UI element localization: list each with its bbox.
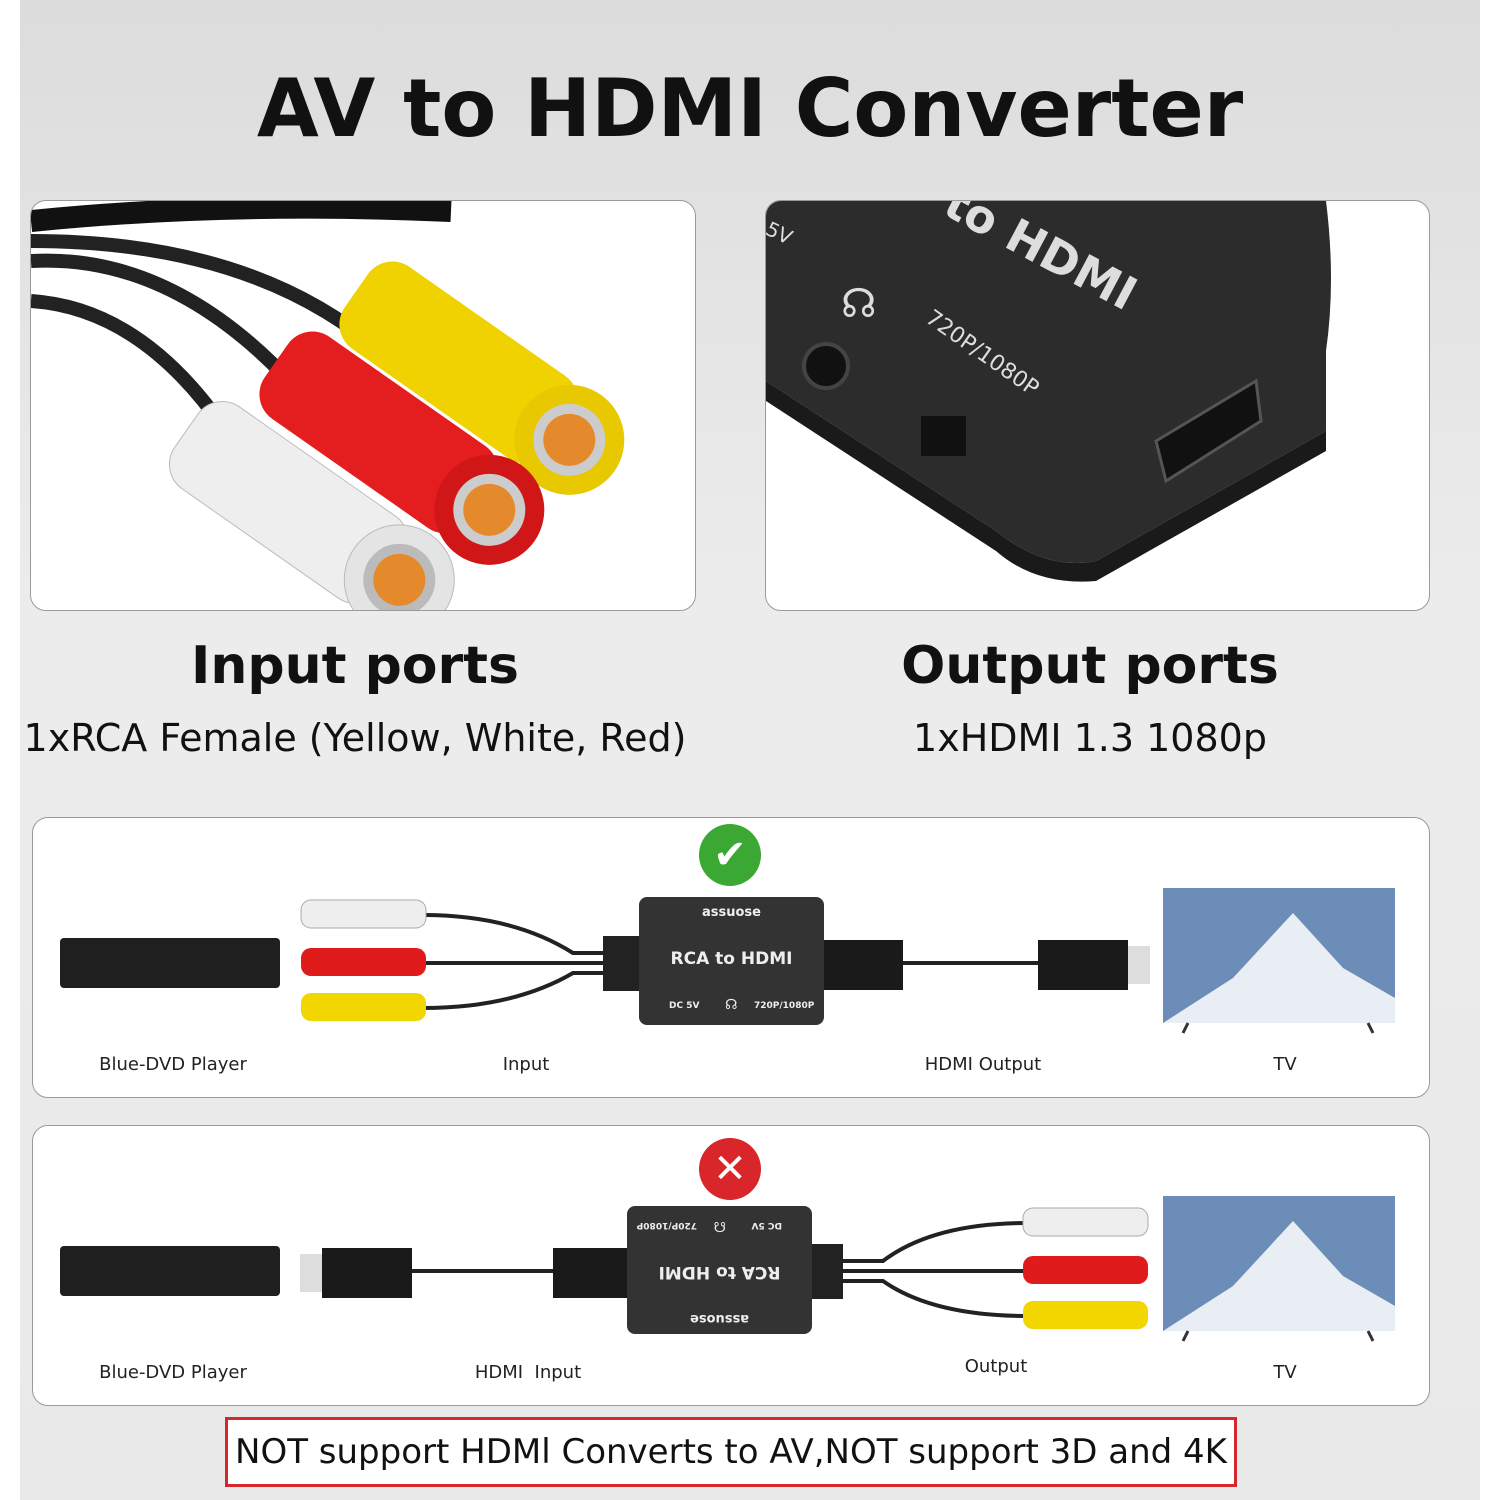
resolution-label: 720P/1080P — [636, 1220, 697, 1230]
check-icon: ✔ — [699, 824, 761, 886]
label-player: Blue-DVD Player — [99, 1054, 247, 1075]
headphone-icon: ☊ — [725, 997, 738, 1013]
page-title: AV to HDMI Converter — [256, 62, 1244, 155]
device-name: RCA to HDMI — [658, 1262, 781, 1282]
converter-box: assuose RCA to HDMI DC 5V ☊ 720P/1080P — [639, 897, 824, 1025]
brand-logo: assuose — [690, 1311, 749, 1326]
label-player: Blue-DVD Player — [99, 1362, 247, 1383]
headphone-icon: ☊ — [841, 281, 877, 327]
cross-icon: ✕ — [699, 1138, 761, 1200]
wrong-connection-diagram: assuose RCA to HDMI DC 5V ☊ 720P/1080P ✕… — [32, 1125, 1430, 1406]
output-ports-heading: Output ports — [901, 636, 1279, 696]
input-ports-photo — [30, 200, 696, 611]
correct-connection-diagram: assuose RCA to HDMI DC 5V ☊ 720P/1080P ✔… — [32, 817, 1430, 1098]
resolution-label: 720P/1080P — [754, 1001, 815, 1011]
headphone-icon: ☊ — [713, 1218, 726, 1234]
dc-label: DC 5V — [669, 1001, 700, 1011]
label-hdmi-output: HDMI Output — [924, 1054, 1042, 1075]
converter-box-upside-down: assuose RCA to HDMI DC 5V ☊ 720P/1080P — [627, 1206, 812, 1334]
label-output: Output — [964, 1356, 1028, 1377]
input-ports-spec: 1xRCA Female (Yellow, White, Red) — [23, 716, 687, 760]
label-tv: TV — [1273, 1362, 1297, 1383]
label-input: Input — [502, 1054, 550, 1075]
warning-note: NOT support HDMl Converts to AV,NOT supp… — [225, 1417, 1237, 1487]
input-ports-heading: Input ports — [191, 636, 519, 696]
connection-illustration — [60, 1196, 1395, 1342]
output-ports-photo: to HDMI 720P/1080P 5V ☊ — [765, 200, 1430, 611]
label-tv: TV — [1273, 1054, 1297, 1075]
rca-cables-illustration — [31, 201, 625, 610]
output-ports-spec: 1xHDMI 1.3 1080p — [913, 716, 1267, 760]
connection-illustration — [60, 888, 1395, 1034]
label-hdmi-input: HDMI Input — [474, 1362, 582, 1383]
device-name: RCA to HDMI — [670, 949, 793, 969]
dc-label: DC 5V — [751, 1220, 782, 1230]
converter-box-illustration — [766, 201, 1331, 582]
brand-logo: assuose — [702, 905, 761, 920]
